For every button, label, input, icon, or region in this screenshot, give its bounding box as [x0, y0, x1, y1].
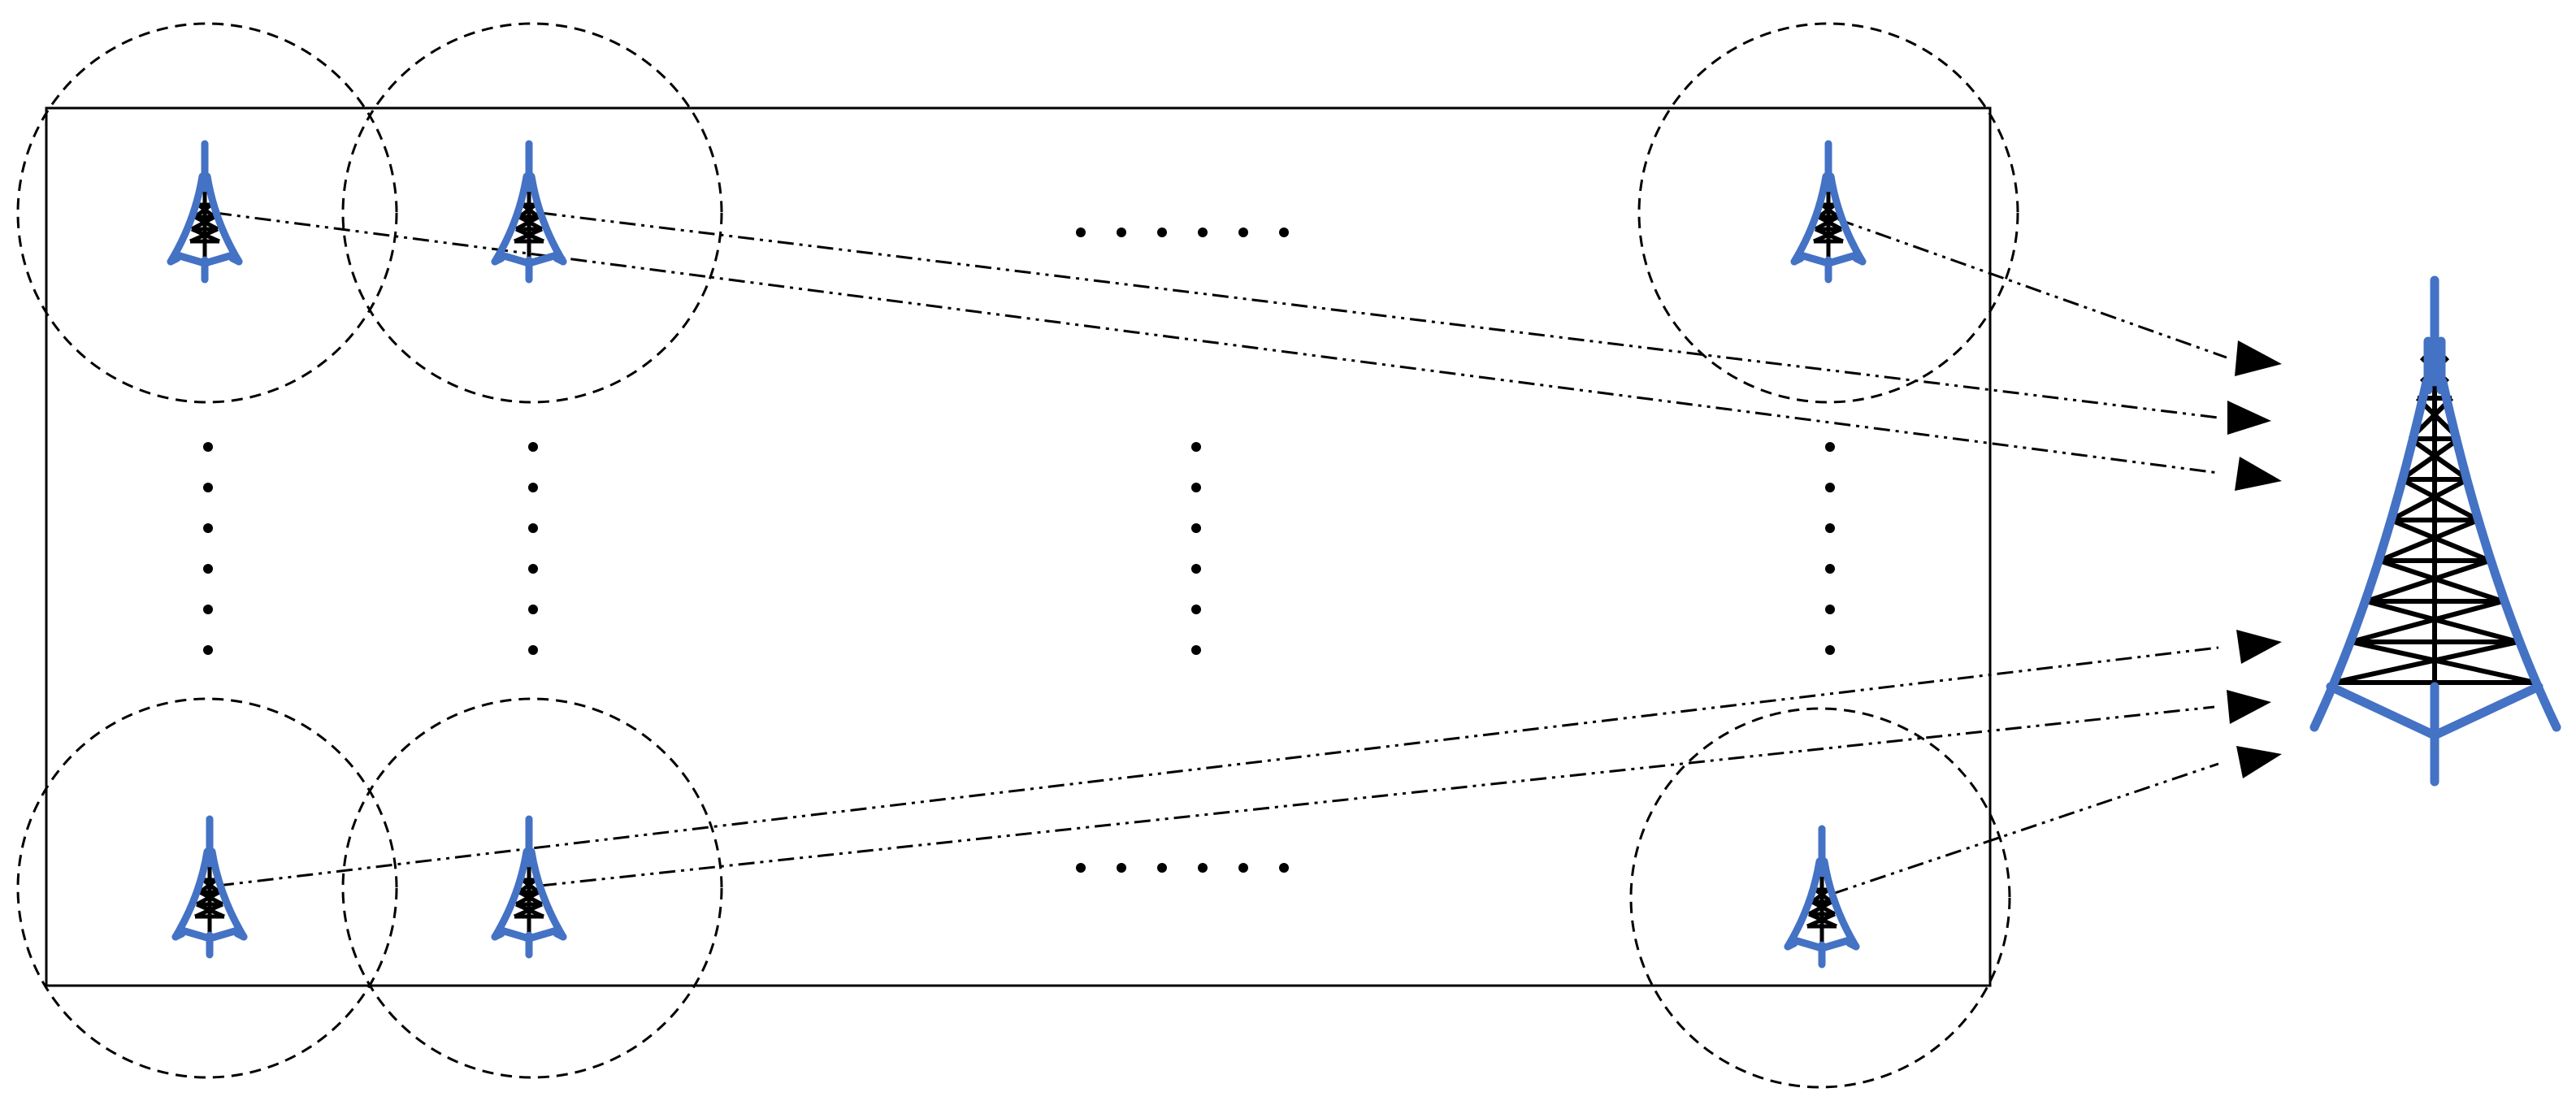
uplink-top-second — [540, 211, 2219, 419]
uplink-top-last — [1837, 218, 2227, 359]
coverage-circle-bottom-first — [16, 697, 398, 1079]
ellipsis-dots — [203, 228, 1835, 873]
uplink-bottom-last — [1832, 762, 2219, 895]
ellipsis-horizontal-top — [1076, 228, 1289, 237]
ellipsis-vertical-col1 — [203, 442, 213, 655]
antenna-tower-icon — [176, 819, 244, 955]
arrowhead-2 — [2227, 401, 2271, 435]
uplink-bottom-second — [540, 705, 2215, 887]
coverage-circle-top-second — [341, 22, 723, 404]
uplinks — [215, 211, 2227, 895]
ellipsis-vertical-col4 — [1825, 442, 1835, 655]
antenna-tower-icon — [495, 144, 563, 280]
coverage-circle-top-first — [16, 22, 398, 404]
coverage-circle-bottom-last — [1629, 707, 2011, 1089]
ellipsis-vertical-col2 — [528, 442, 538, 655]
ellipsis-vertical-col3 — [1191, 442, 1201, 655]
arrowhead-5 — [2227, 690, 2271, 724]
coverage-circle-bottom-second — [341, 697, 723, 1079]
arrowhead-6 — [2236, 746, 2282, 778]
arrowhead-3 — [2235, 457, 2282, 491]
coverage-circle-top-last — [1637, 22, 2019, 404]
arrowhead-4 — [2236, 630, 2282, 664]
large-antenna-tower-icon — [2309, 275, 2561, 787]
antenna-tower-icon — [495, 819, 563, 955]
antenna-tower-icon — [1788, 829, 1856, 964]
uplink-bottom-first — [217, 646, 2219, 887]
arrowheads — [2227, 340, 2282, 778]
ellipsis-horizontal-bottom — [1076, 863, 1289, 873]
antenna-tower-icon — [171, 144, 239, 280]
deployment-area — [45, 106, 1992, 987]
uplink-top-first — [215, 211, 2219, 475]
arrowhead-1 — [2235, 340, 2282, 376]
antenna-tower-icon — [1794, 144, 1863, 280]
coverage-circles — [16, 22, 2019, 1089]
